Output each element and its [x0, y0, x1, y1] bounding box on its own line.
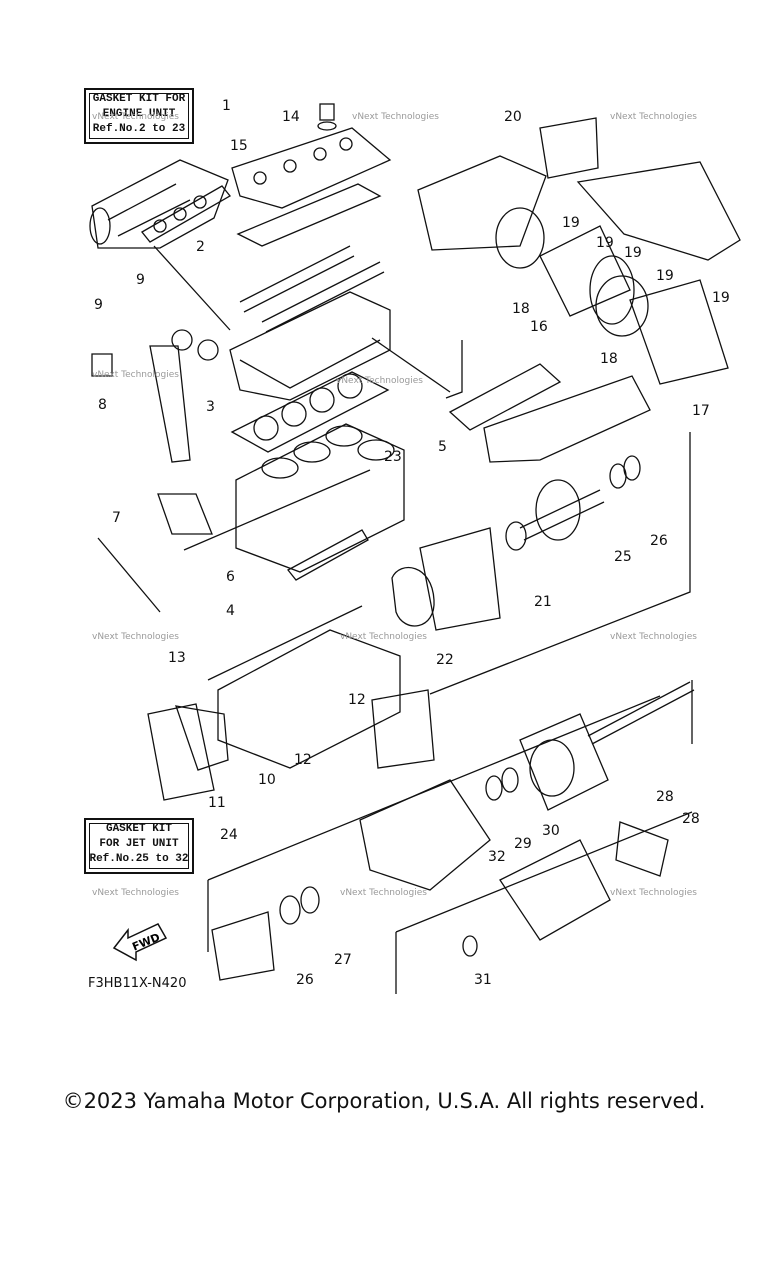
drive-shaft — [587, 681, 695, 745]
callout-22: 22 — [436, 652, 454, 668]
callout-19b: 19 — [596, 235, 614, 251]
watermark-6: vNext Technologies — [92, 632, 179, 642]
intermediate-housing — [211, 911, 275, 981]
fwd-arrow-icon: FWD — [112, 923, 168, 962]
callout-18a: 18 — [512, 301, 530, 317]
callout-9a: 9 — [136, 272, 145, 288]
impeller-housing — [359, 779, 491, 891]
camshafts — [239, 245, 385, 333]
muffler — [539, 225, 635, 325]
callout-3: 3 — [206, 399, 215, 415]
cam-chain — [149, 329, 219, 463]
exhaust-manifold — [89, 159, 229, 249]
callout-19e: 19 — [712, 290, 730, 306]
head-cover-gasket — [236, 183, 382, 247]
manifold-gasket — [141, 185, 231, 243]
callout-15: 15 — [230, 138, 248, 154]
exhaust-chamber — [576, 161, 741, 261]
callout-7: 7 — [112, 510, 121, 526]
watermark-2: vNext Technologies — [610, 112, 697, 122]
callout-25: 25 — [614, 549, 632, 565]
callout-11: 11 — [208, 795, 226, 811]
callout-4: 4 — [226, 603, 235, 619]
callout-10: 10 — [258, 772, 276, 788]
oil-seal — [505, 521, 527, 551]
callout-1: 1 — [222, 98, 231, 114]
kit-jet-line2: FOR JET UNIT — [99, 838, 179, 850]
callout-29: 29 — [514, 836, 532, 852]
generator-cover-gasket — [391, 566, 435, 627]
watermark-11: vNext Technologies — [610, 888, 697, 898]
callout-27: 27 — [334, 952, 352, 968]
intake-manifold — [448, 363, 651, 463]
callout-26a: 26 — [650, 533, 668, 549]
callout-12a: 12 — [348, 692, 366, 708]
watermark-3: vNext Technologies — [92, 112, 179, 122]
exhaust-gasket — [495, 207, 545, 269]
callout-5: 5 — [438, 439, 447, 455]
kit-jet-line1: GASKET KIT — [105, 823, 172, 835]
jet-pump-housing — [519, 713, 609, 811]
callout-2: 2 — [196, 239, 205, 255]
callout-20: 20 — [504, 109, 522, 125]
bracket — [615, 821, 669, 877]
callout-9b: 9 — [94, 297, 103, 313]
callout-16: 16 — [530, 319, 548, 335]
oil-filler-cap — [317, 103, 337, 131]
kit-engine-line2: ENGINE UNIT — [102, 108, 176, 120]
watermark-4: vNext Technologies — [92, 370, 179, 380]
kit-engine-line3: Ref.No.2 to 23 — [92, 123, 186, 135]
callout-28b: 28 — [682, 811, 700, 827]
oil-pump-cover — [147, 703, 229, 801]
head-cover — [231, 127, 392, 209]
callout-19a: 19 — [562, 215, 580, 231]
watermark-9: vNext Technologies — [92, 888, 179, 898]
watermark-1: vNext Technologies — [352, 112, 439, 122]
oil-pan-gasket — [287, 529, 369, 581]
exhaust-pipe — [417, 117, 599, 251]
callout-17: 17 — [692, 403, 710, 419]
gasket-kit-engine-label: GASKET KIT FOR ENGINE UNIT Ref.No.2 to 2… — [84, 88, 194, 144]
watermark-10: vNext Technologies — [340, 888, 427, 898]
kit-jet-line3: Ref.No.25 to 32 — [89, 853, 189, 865]
gasket-kit-jet-label: GASKET KIT FOR JET UNIT Ref.No.25 to 32 — [84, 818, 194, 874]
drawing-code: F3HB11X-N420 — [88, 976, 187, 991]
callout-23: 23 — [384, 449, 402, 465]
callout-8: 8 — [98, 397, 107, 413]
coupling — [519, 455, 641, 541]
head-gasket — [230, 371, 390, 453]
callout-26b: 26 — [296, 972, 314, 988]
watermark-7: vNext Technologies — [340, 632, 427, 642]
watermark-8: vNext Technologies — [610, 632, 697, 642]
callout-28a: 28 — [656, 789, 674, 805]
callout-24: 24 — [220, 827, 238, 843]
callout-19d: 19 — [656, 268, 674, 284]
callout-14: 14 — [282, 109, 300, 125]
water-lock — [629, 279, 729, 385]
callout-18b: 18 — [600, 351, 618, 367]
callout-30: 30 — [542, 823, 560, 839]
callout-21: 21 — [534, 594, 552, 610]
callout-31: 31 — [474, 972, 492, 988]
callout-12b: 12 — [294, 752, 312, 768]
dipstick — [97, 537, 161, 613]
callout-13: 13 — [168, 650, 186, 666]
side-cover-gasket — [157, 493, 213, 535]
nozzle — [499, 839, 611, 941]
water-pump — [371, 689, 435, 769]
callout-19c: 19 — [624, 245, 642, 261]
chain-tensioner — [91, 353, 113, 377]
generator-cover — [419, 527, 501, 631]
kit-engine-line1: GASKET KIT FOR — [92, 93, 186, 105]
cylinder-block — [235, 423, 405, 573]
crankcase — [217, 629, 401, 769]
copyright-notice: ©2023 Yamaha Motor Corporation, U.S.A. A… — [62, 1089, 706, 1113]
callout-32: 32 — [488, 849, 506, 865]
exhaust-gasket-2 — [595, 275, 649, 337]
watermark-5: vNext Technologies — [336, 376, 423, 386]
callout-6: 6 — [226, 569, 235, 585]
